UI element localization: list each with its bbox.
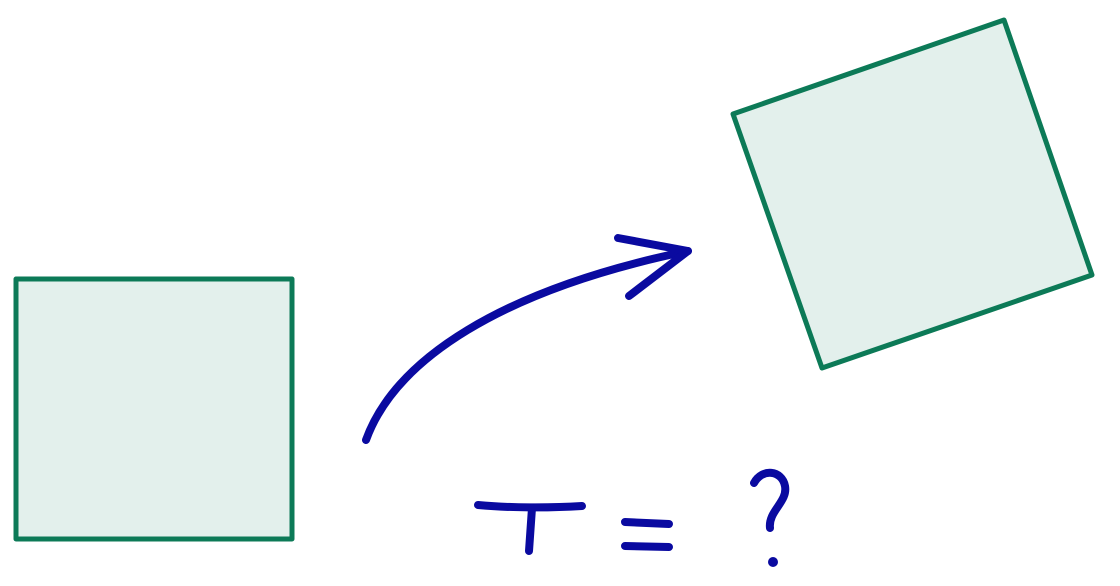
- original-square: [13, 276, 295, 542]
- transformation-question-label: [474, 468, 790, 567]
- label-letter-t: [474, 501, 586, 555]
- arrow-shaft: [362, 247, 692, 444]
- transformation-arrow-icon: [362, 234, 692, 444]
- transformed-square: [730, 17, 1095, 371]
- label-question-mark: [750, 468, 790, 567]
- arrow-head: [614, 234, 692, 300]
- label-equals-sign: [621, 518, 673, 551]
